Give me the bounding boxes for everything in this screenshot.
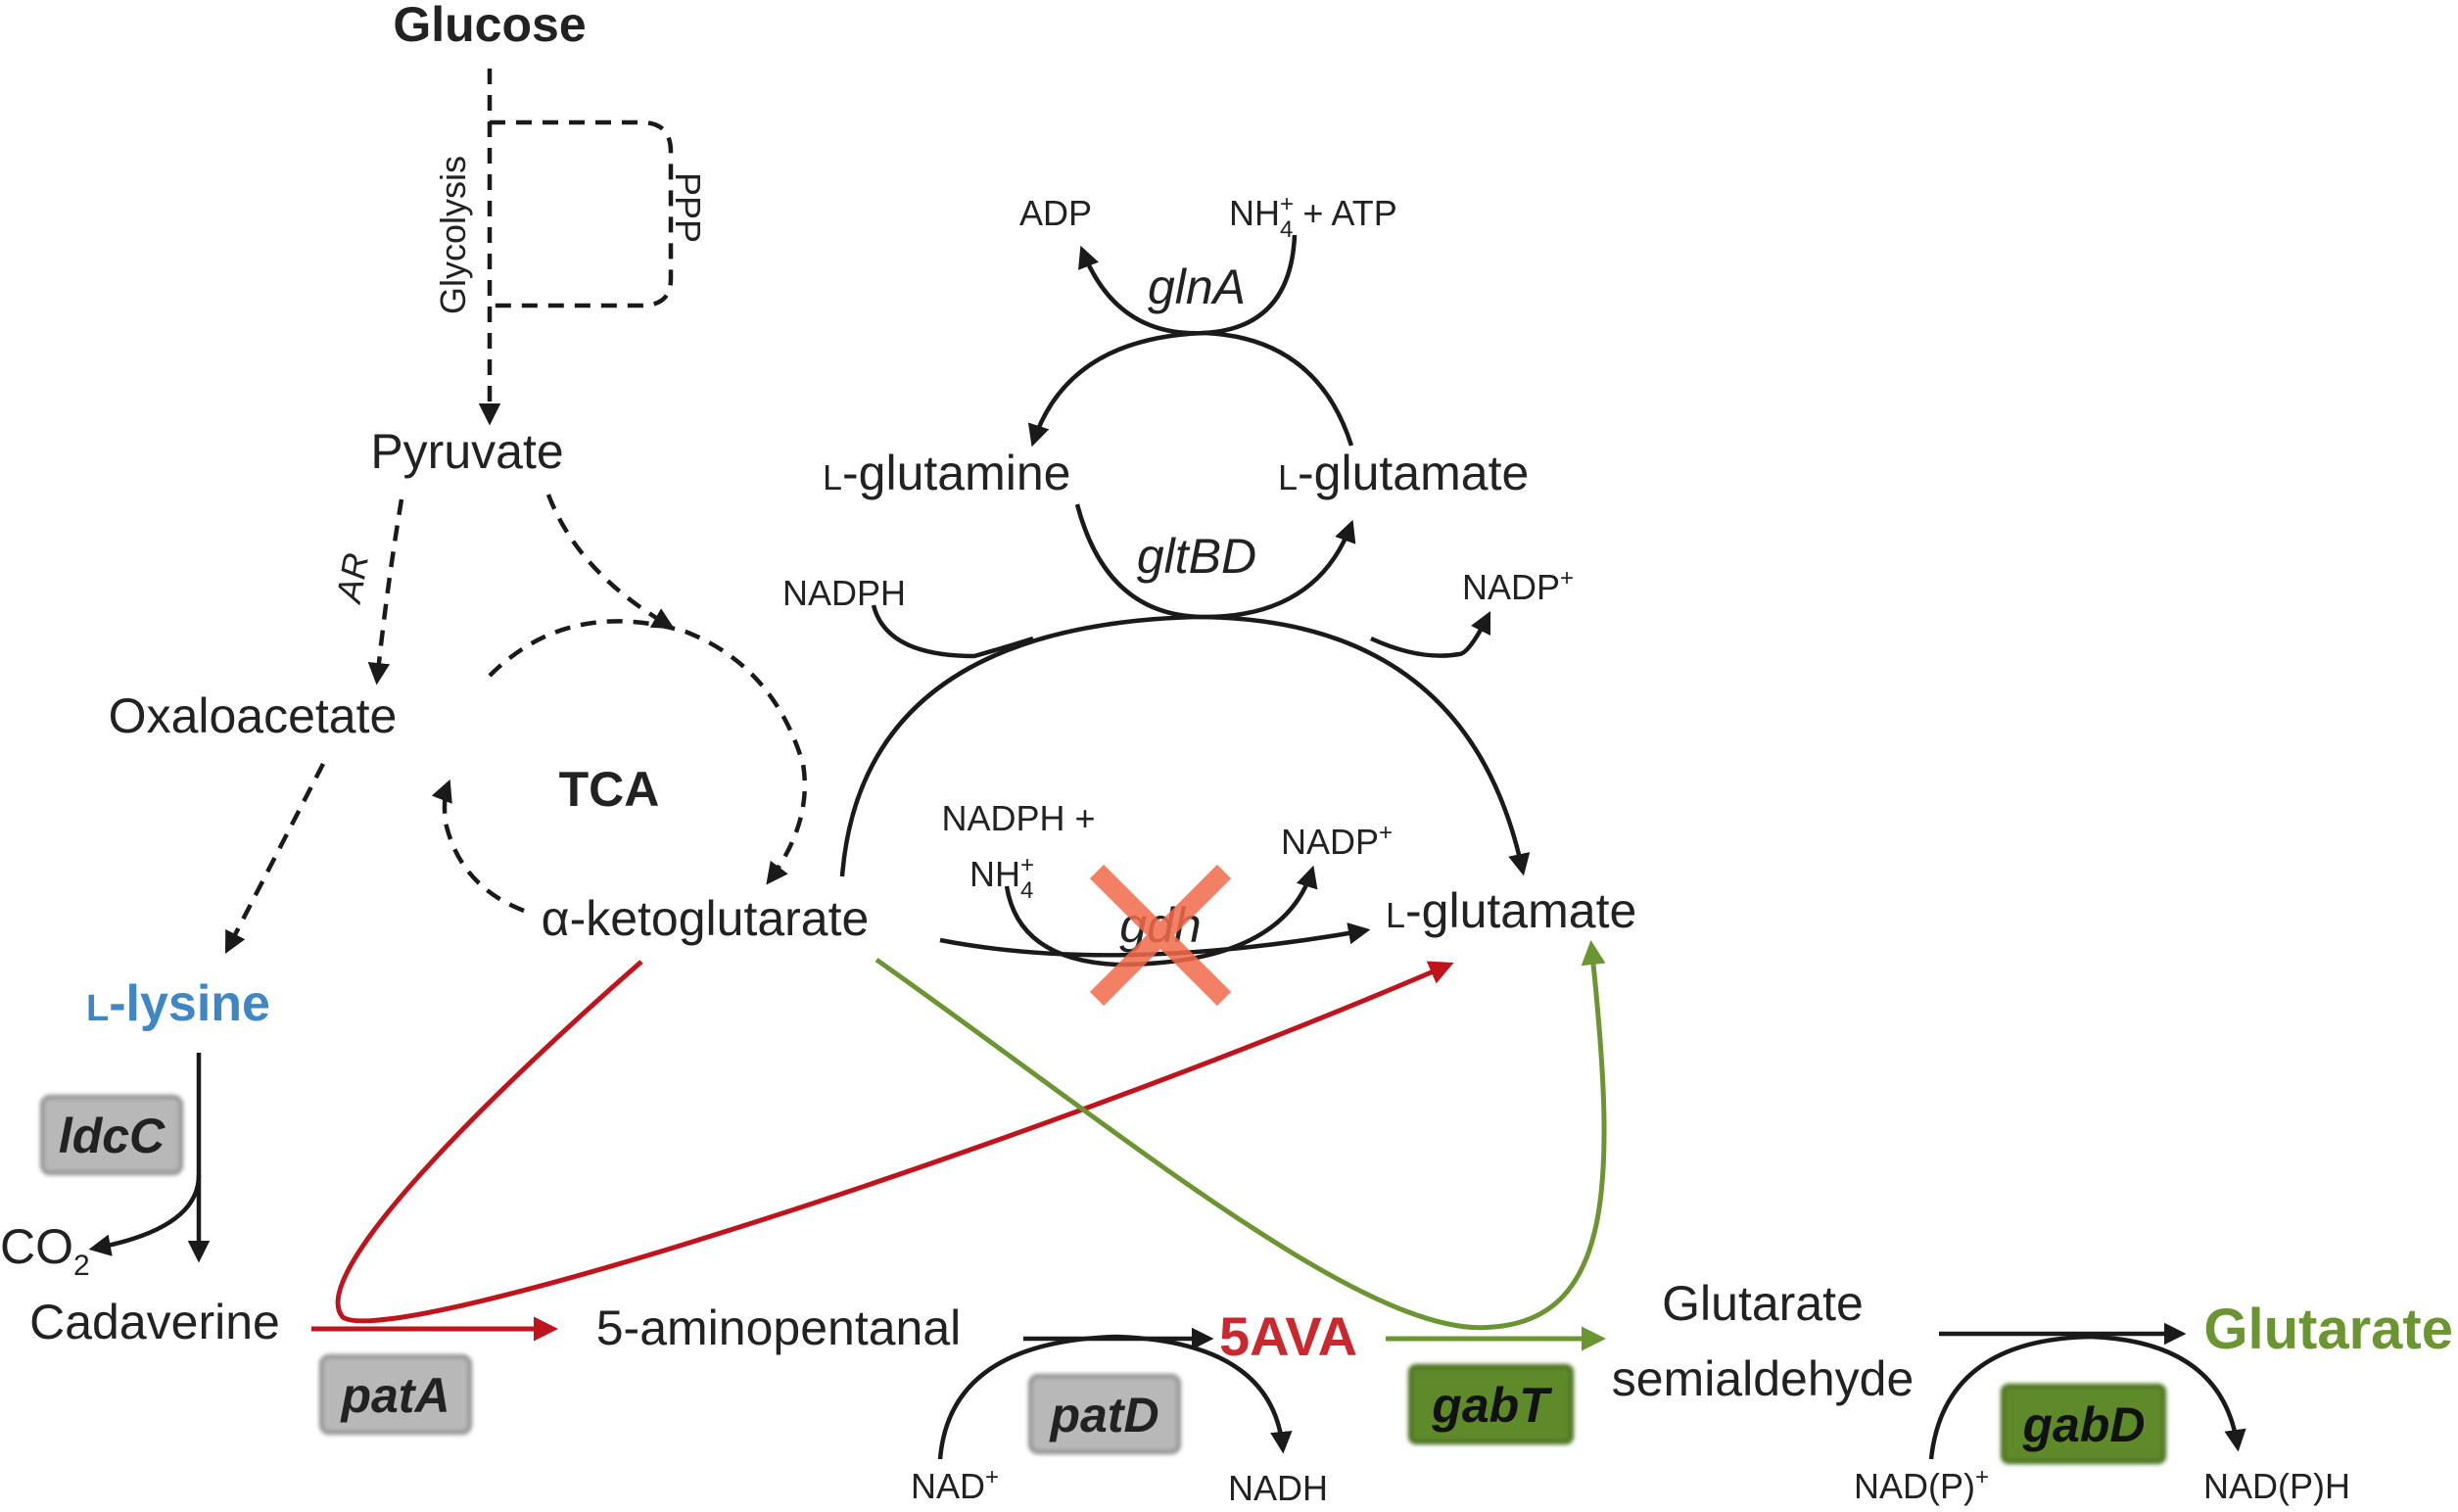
ldcc-enzyme-box: [40, 1095, 183, 1175]
glycolysis-pathway: [478, 69, 674, 426]
pata-enzyme-label: patA: [339, 1368, 449, 1423]
ar-arrow: [367, 498, 404, 685]
co2-main: CO: [0, 1219, 73, 1274]
co2-label: CO2: [0, 1219, 90, 1282]
gsa-label-line2: semialdehyde: [1612, 1351, 1914, 1406]
nh4-atp-label: NH+4 + ATP: [1229, 191, 1397, 243]
pata-enzyme-box: [319, 1354, 472, 1435]
oxaloacetate-label: Oxaloacetate: [109, 688, 398, 743]
tca-label: TCA: [559, 762, 660, 817]
5ava-label: 5AVA: [1219, 1305, 1357, 1367]
pyruvate-label: Pyruvate: [370, 424, 563, 479]
gltbd-akg-to-glutamate-arc: [839, 614, 1531, 877]
ar-label: AR: [328, 550, 376, 607]
gabd-cofactor-arc: [1928, 1334, 2246, 1460]
gltbd-nadph-in-arc: [871, 604, 1034, 659]
nadph-gltbd-label: NADPH: [782, 573, 906, 613]
glutamate-to-glutamine-arrow: [1027, 330, 1354, 448]
akg-label: α-ketoglutarate: [542, 891, 870, 946]
l-glutamine-label: L-glutamine: [823, 446, 1070, 500]
oaa-to-lysine-arrow: [224, 762, 325, 954]
nadp-gdh-label: NADP+: [1281, 820, 1393, 862]
gdh-deletion-cross-icon: [1089, 864, 1232, 1007]
l-lysine-rest: -lysine: [109, 975, 270, 1032]
patd-cofactor-arc: [937, 1334, 1293, 1460]
gabt-enzyme-label: gabT: [1431, 1378, 1553, 1433]
gabd-enzyme-box: [2001, 1384, 2166, 1464]
pyruvate-to-tca-arrow: [545, 494, 675, 630]
glna-enzyme-label: glnA: [1148, 260, 1246, 314]
patd-enzyme-label: patD: [1048, 1388, 1158, 1442]
gltbd-nadp-out-arc: [1370, 610, 1491, 658]
nadp-in-label: NAD(P)+: [1854, 1464, 1989, 1506]
glutarate-label: Glutarate: [2203, 1298, 2453, 1361]
nadp-gltbd-label: NADP+: [1462, 565, 1574, 607]
gltbd-enzyme-label: gltBD: [1137, 529, 1256, 584]
glucose-label: Glucose: [393, 0, 586, 52]
nadph-gdh-label: NADPH +: [941, 798, 1095, 838]
nadh-label: NADH: [1228, 1468, 1328, 1508]
l-lysine-prefix: L: [86, 988, 109, 1029]
glycolysis-label: Glycolysis: [433, 156, 473, 314]
l-glutamate-top-label: L-glutamate: [1278, 446, 1529, 500]
l-glutamate-bottom-label: L-glutamate: [1386, 883, 1636, 938]
ppp-label: PPP: [668, 172, 708, 243]
l-lysine-label: L-lysine: [86, 975, 270, 1032]
co2-release-arrow: [88, 1174, 202, 1256]
patd-enzyme-box: [1028, 1374, 1181, 1454]
nad-label: NAD+: [911, 1464, 999, 1506]
aminopentanal-label: 5-aminopentanal: [596, 1300, 962, 1355]
cadaverine-label: Cadaverine: [29, 1295, 280, 1349]
adp-label: ADP: [1019, 193, 1092, 233]
gabt-akg-to-glutamate-arrow: [874, 940, 1607, 1331]
gabd-enzyme-label: gabD: [2022, 1397, 2146, 1452]
co2-sub: 2: [73, 1250, 90, 1282]
pata-akg-to-glutamate-arrow: [335, 960, 1454, 1324]
ldcc-enzyme-label: ldcC: [59, 1109, 165, 1163]
nadph-out-label: NAD(P)H: [2203, 1466, 2350, 1506]
gsa-label-line1: Glutarate: [1662, 1276, 1864, 1331]
nh4-gdh-label: NH+4: [969, 852, 1034, 904]
tca-cycle: [431, 619, 808, 914]
gabt-enzyme-box: [1408, 1364, 1574, 1444]
